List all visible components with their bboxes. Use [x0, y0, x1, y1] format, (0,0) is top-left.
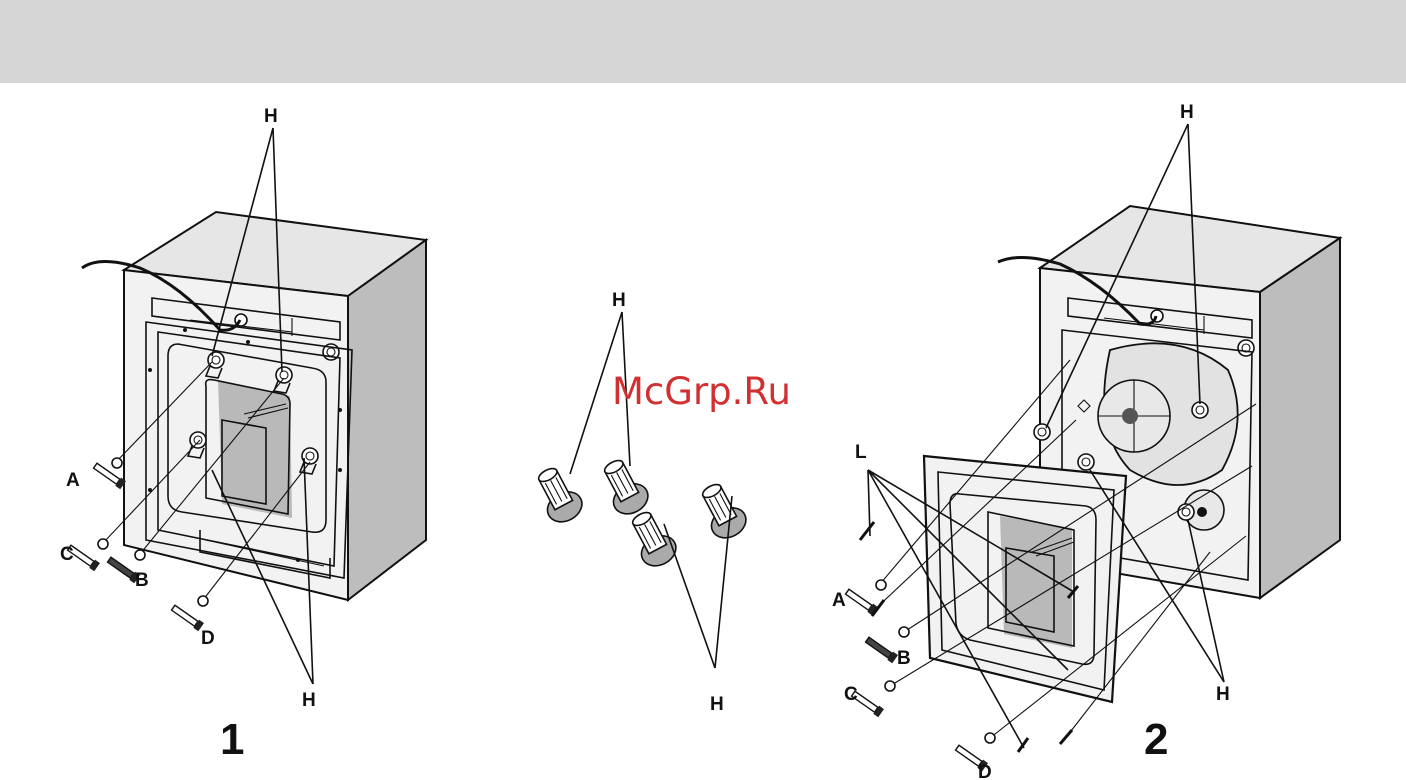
middle-label-h-bottom: H	[710, 694, 724, 715]
fig1-label-h-top: H	[264, 106, 278, 127]
fig1-label-d: D	[201, 628, 215, 649]
fig1-label-h-bottom: H	[302, 690, 316, 711]
middle-label-h-top: H	[612, 290, 626, 311]
fig2-rear-panel	[924, 456, 1126, 702]
fig2-label-a: A	[832, 590, 846, 611]
watermark: McGrp.Ru	[612, 370, 791, 413]
fig1-number: 1	[220, 715, 244, 764]
fig2-number: 2	[1144, 715, 1168, 764]
fig1-label-a: A	[66, 470, 80, 491]
fig2-label-c: C	[844, 684, 858, 705]
fig1-label-b: B	[135, 570, 149, 591]
fig2-label-d: D	[978, 762, 992, 780]
fig2-label-h-bottom: H	[1216, 684, 1230, 705]
figure-1-machine-rear	[82, 212, 426, 600]
fig2-label-l: L	[855, 442, 867, 463]
middle-spacers	[530, 312, 752, 668]
fig2-label-h-top: H	[1180, 102, 1194, 123]
fig2-label-b: B	[897, 648, 911, 669]
fig1-label-c: C	[60, 544, 74, 565]
